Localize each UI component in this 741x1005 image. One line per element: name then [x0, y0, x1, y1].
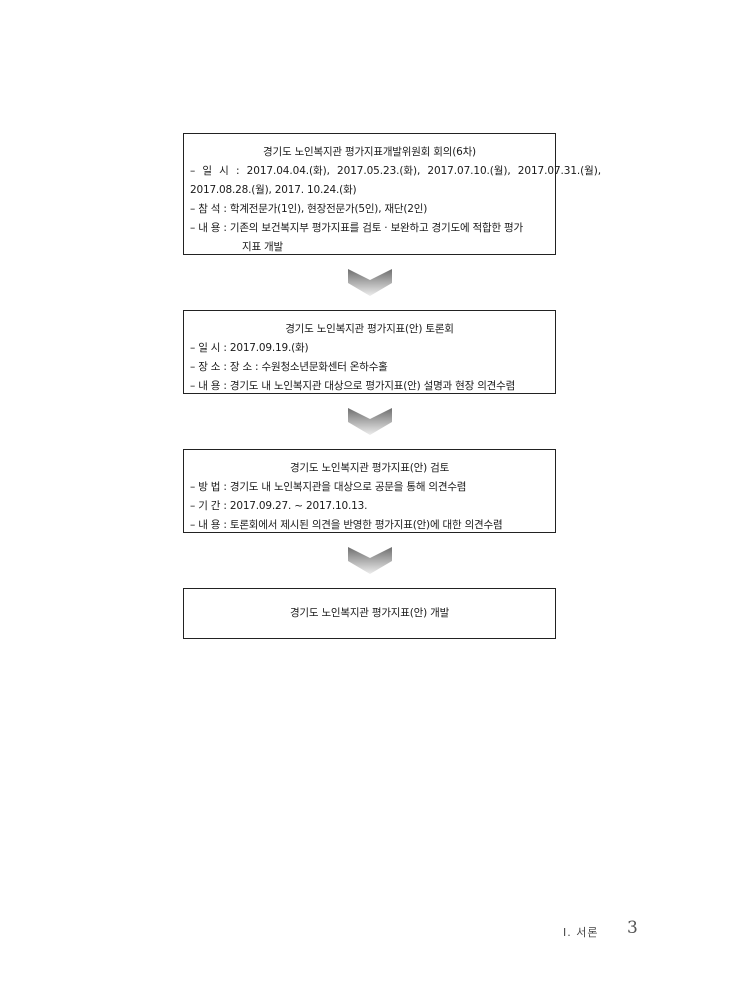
chevron-down-icon	[348, 408, 392, 435]
chevron-down-icon	[348, 269, 392, 296]
step-title: 경기도 노인복지관 평가지표(안) 토론회	[285, 323, 454, 335]
attendees-line: – 참 석 : 학계전문가(1인), 현장전문가(5인), 재단(2인)	[190, 203, 428, 215]
step-box-review: 경기도 노인복지관 평가지표(안) 검토 – 방 법 : 경기도 내 노인복지관…	[183, 449, 556, 533]
chevron-down-icon	[348, 547, 392, 574]
step-title: 경기도 노인복지관 평가지표(안) 개발	[289, 607, 450, 619]
step-box-committee: 경기도 노인복지관 평가지표개발위원회 회의(6차) – 일 시 : 2017.…	[183, 133, 601, 255]
page-number: 3	[627, 918, 638, 938]
place-line: – 장 소 : 장 소 : 수원청소년문화센터 온하수홀	[190, 361, 388, 373]
content-line: – 내 용 : 경기도 내 노인복지관 대상으로 평가지표(안) 설명과 현장 …	[190, 380, 516, 392]
step-box-development: 경기도 노인복지관 평가지표(안) 개발	[183, 588, 556, 639]
method-line: – 방 법 : 경기도 내 노인복지관을 대상으로 공문을 통해 의견수렴	[190, 481, 467, 493]
date-line: – 일 시 : 2017.04.04.(화), 2017.05.23.(화), …	[190, 165, 601, 177]
step-title: 경기도 노인복지관 평가지표(안) 검토	[289, 462, 450, 474]
date-line: – 일 시 : 2017.09.19.(화)	[190, 342, 309, 354]
content-line: – 내 용 : 토론회에서 제시된 의견을 반영한 평가지표(안)에 대한 의견…	[190, 519, 503, 531]
section-label: Ⅰ. 서론	[563, 926, 599, 939]
content-line: – 내 용 : 기존의 보건복지부 평가지표를 검토 · 보완하고 경기도에 적…	[190, 222, 523, 234]
step-box-forum: 경기도 노인복지관 평가지표(안) 토론회 – 일 시 : 2017.09.19…	[183, 310, 556, 394]
date-line-continued: 2017.08.28.(월), 2017. 10.24.(화)	[190, 184, 357, 196]
period-line: – 기 간 : 2017.09.27. ~ 2017.10.13.	[190, 500, 368, 512]
step-title: 경기도 노인복지관 평가지표개발위원회 회의(6차)	[263, 146, 476, 158]
content-line-continued: 지표 개발	[242, 241, 283, 253]
